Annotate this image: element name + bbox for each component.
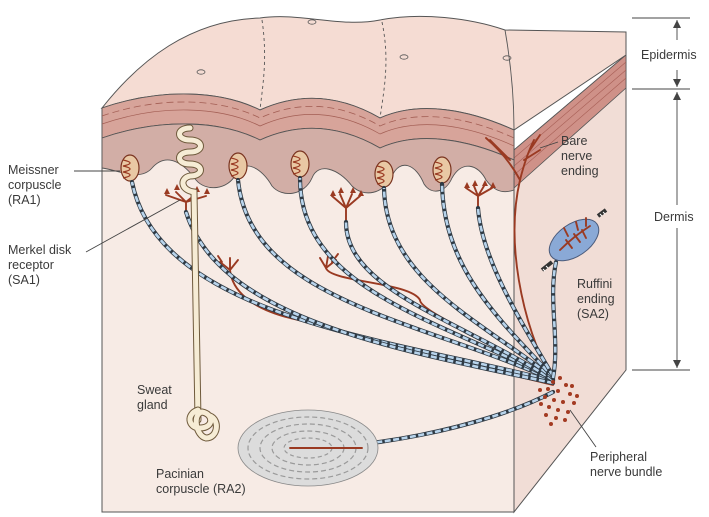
dermis-bracket <box>632 92 690 371</box>
peripheral-nerve-bundle <box>538 376 579 426</box>
meissner-corpuscle <box>432 156 452 184</box>
label-ruffini: Ruffini ending (SA2) <box>577 277 618 321</box>
sweat-pore <box>307 19 317 25</box>
label-epidermis: Epidermis <box>641 48 697 62</box>
label-peripheral-nerve-bundle: Peripheral nerve bundle <box>590 450 662 479</box>
bare-nerve-ending <box>485 134 541 181</box>
label-bare-nerve-ending: Bare nerve ending <box>561 134 599 178</box>
sweat-pore <box>399 54 409 60</box>
meissner-corpuscle <box>120 154 140 182</box>
bare-nerve-ending <box>217 255 239 271</box>
label-dermis: Dermis <box>654 210 694 224</box>
label-pacinian: Pacinian corpuscle (RA2) <box>156 467 246 496</box>
meissner-corpuscle <box>374 160 394 188</box>
myelinated-fibers <box>129 175 559 451</box>
leader-peripheral <box>569 409 597 448</box>
bare-nerve-ending <box>319 253 339 269</box>
sweat-pore <box>196 69 206 75</box>
leader-merkel <box>85 199 181 253</box>
pacinian-corpuscle <box>237 409 379 487</box>
sweat-pore <box>502 55 512 61</box>
merkel-disk-receptor <box>330 187 364 223</box>
sweat-gland <box>176 124 220 442</box>
meissner-corpuscle <box>290 150 310 178</box>
epidermis-bracket <box>632 17 690 90</box>
label-sweat-gland: Sweat gland <box>137 383 175 412</box>
label-merkel: Merkel disk receptor (SA1) <box>8 243 75 287</box>
merkel-disk-receptor <box>164 184 210 213</box>
label-meissner: Meissner corpuscle (RA1) <box>8 163 65 207</box>
ruffini-ending <box>540 208 608 272</box>
merkel-disk-receptor <box>464 180 496 209</box>
meissner-corpuscle <box>228 152 248 180</box>
leader-bare <box>539 141 559 149</box>
